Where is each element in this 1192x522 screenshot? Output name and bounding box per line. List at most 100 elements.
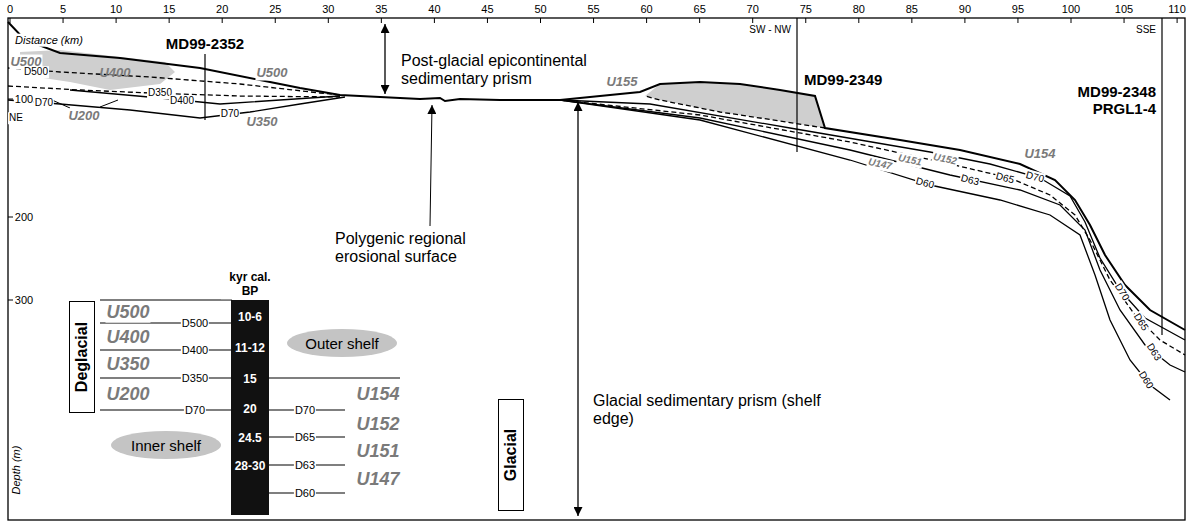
axis-number: 30 (321, 3, 335, 16)
axis-number: 200 (14, 211, 34, 224)
horizon-label: D63 (1144, 340, 1165, 363)
tick (540, 18, 541, 23)
horizon-label: SW - NW (748, 24, 792, 36)
legend-unit: U147 (355, 469, 400, 490)
tick (8, 300, 13, 301)
node-text: 11-12 (235, 341, 265, 355)
leader-line (100, 100, 118, 107)
age-cell: 28-30 (231, 451, 269, 480)
axis-number: 10 (109, 3, 123, 16)
axis-number: 0 (6, 3, 14, 16)
tick (699, 18, 700, 23)
horizon-line (560, 100, 1170, 400)
axis-number: 100 (14, 93, 34, 106)
core-line (796, 18, 797, 152)
core-label: MD99-2348 PRGL1-4 (1055, 83, 1157, 118)
axis-number: 60 (639, 3, 653, 16)
legend-line (100, 322, 232, 323)
tick (487, 18, 488, 23)
axis-number: 105 (1114, 3, 1134, 16)
age-header: kyr cal. BP (221, 271, 279, 299)
legend-horizon: D400 (181, 344, 209, 357)
age-cell: 15 (231, 363, 269, 394)
axis-number: 15 (162, 3, 176, 16)
leader-line (52, 100, 70, 108)
node-text: Glacial (502, 429, 520, 481)
legend-line (268, 377, 400, 378)
unit-label: U152 (931, 151, 959, 168)
annotation: Polygenic regional erosional surface (334, 230, 526, 267)
core-line (204, 54, 205, 120)
unit-label: U155 (605, 75, 638, 90)
axis-number: 65 (693, 3, 707, 16)
legend-horizon: D63 (294, 459, 316, 472)
tick (275, 18, 276, 23)
axis-number: 85 (905, 3, 919, 16)
tick (911, 18, 912, 23)
tick (1017, 18, 1018, 23)
legend-horizon: D70 (184, 404, 206, 417)
tick (805, 18, 806, 23)
tick (8, 99, 13, 100)
age-cell: 10-6 (231, 300, 269, 333)
legend-unit: U151 (355, 441, 400, 462)
age-cell: 20 (231, 394, 269, 424)
axis-number: 110 (1167, 3, 1187, 16)
node-text: Deglacial (73, 322, 91, 392)
horizon-label: D400 (169, 95, 195, 107)
axis-number: 300 (14, 294, 34, 307)
leader-arrow (430, 105, 432, 226)
tick (752, 18, 753, 23)
axis-number: 50 (533, 3, 547, 16)
axis-number: 55 (586, 3, 600, 16)
tick (328, 18, 329, 23)
horizon-line (8, 68, 340, 95)
tick (116, 18, 117, 23)
core-label: MD99-2352 (165, 35, 245, 52)
shelf-ellipse: Outer shelf (287, 329, 397, 357)
axis-number: 100 (1061, 3, 1081, 16)
unit-label: U154 (1023, 147, 1056, 162)
frame (8, 18, 1185, 520)
seafloor-line (8, 22, 1185, 330)
axis-number: 5 (59, 3, 67, 16)
legend-unit: U400 (105, 327, 150, 348)
horizon-label: D70 (34, 97, 54, 109)
tick (593, 18, 594, 23)
core-line (1161, 18, 1162, 335)
legend-unit: U200 (105, 384, 150, 405)
age-column (231, 480, 269, 515)
tick (964, 18, 965, 23)
age-cell: 24.5 (231, 424, 269, 451)
legend-horizon: D70 (294, 404, 316, 417)
extent-arrow (384, 24, 385, 94)
node-text: 20 (243, 402, 256, 416)
tick (434, 18, 435, 23)
tick (858, 18, 859, 23)
node-text: Inner shelf (131, 437, 201, 454)
legend-horizon: D500 (181, 317, 209, 330)
axis-number: 95 (1011, 3, 1025, 16)
age-cell: 11-12 (231, 333, 269, 363)
axis-number: 20 (215, 3, 229, 16)
tick (1177, 18, 1178, 23)
legend-line (100, 299, 232, 300)
legend-line (100, 377, 232, 378)
legend-unit: U154 (355, 384, 400, 405)
horizon-label: D60 (914, 175, 937, 191)
node-text: 15 (243, 372, 256, 386)
unit-label: U200 (67, 109, 100, 124)
node-text: Outer shelf (305, 335, 378, 352)
horizon-line (560, 100, 1185, 355)
tick (8, 217, 13, 218)
axis-number: 75 (799, 3, 813, 16)
axis-number: 90 (958, 3, 972, 16)
unit-label: U350 (245, 115, 278, 130)
tick (63, 18, 64, 23)
horizon-label: NE (8, 112, 24, 124)
unit-label: U147 (866, 156, 894, 173)
axis-title: Depth (m) (10, 445, 23, 496)
horizon-label: D70 (220, 108, 240, 120)
legend-line (100, 409, 232, 410)
